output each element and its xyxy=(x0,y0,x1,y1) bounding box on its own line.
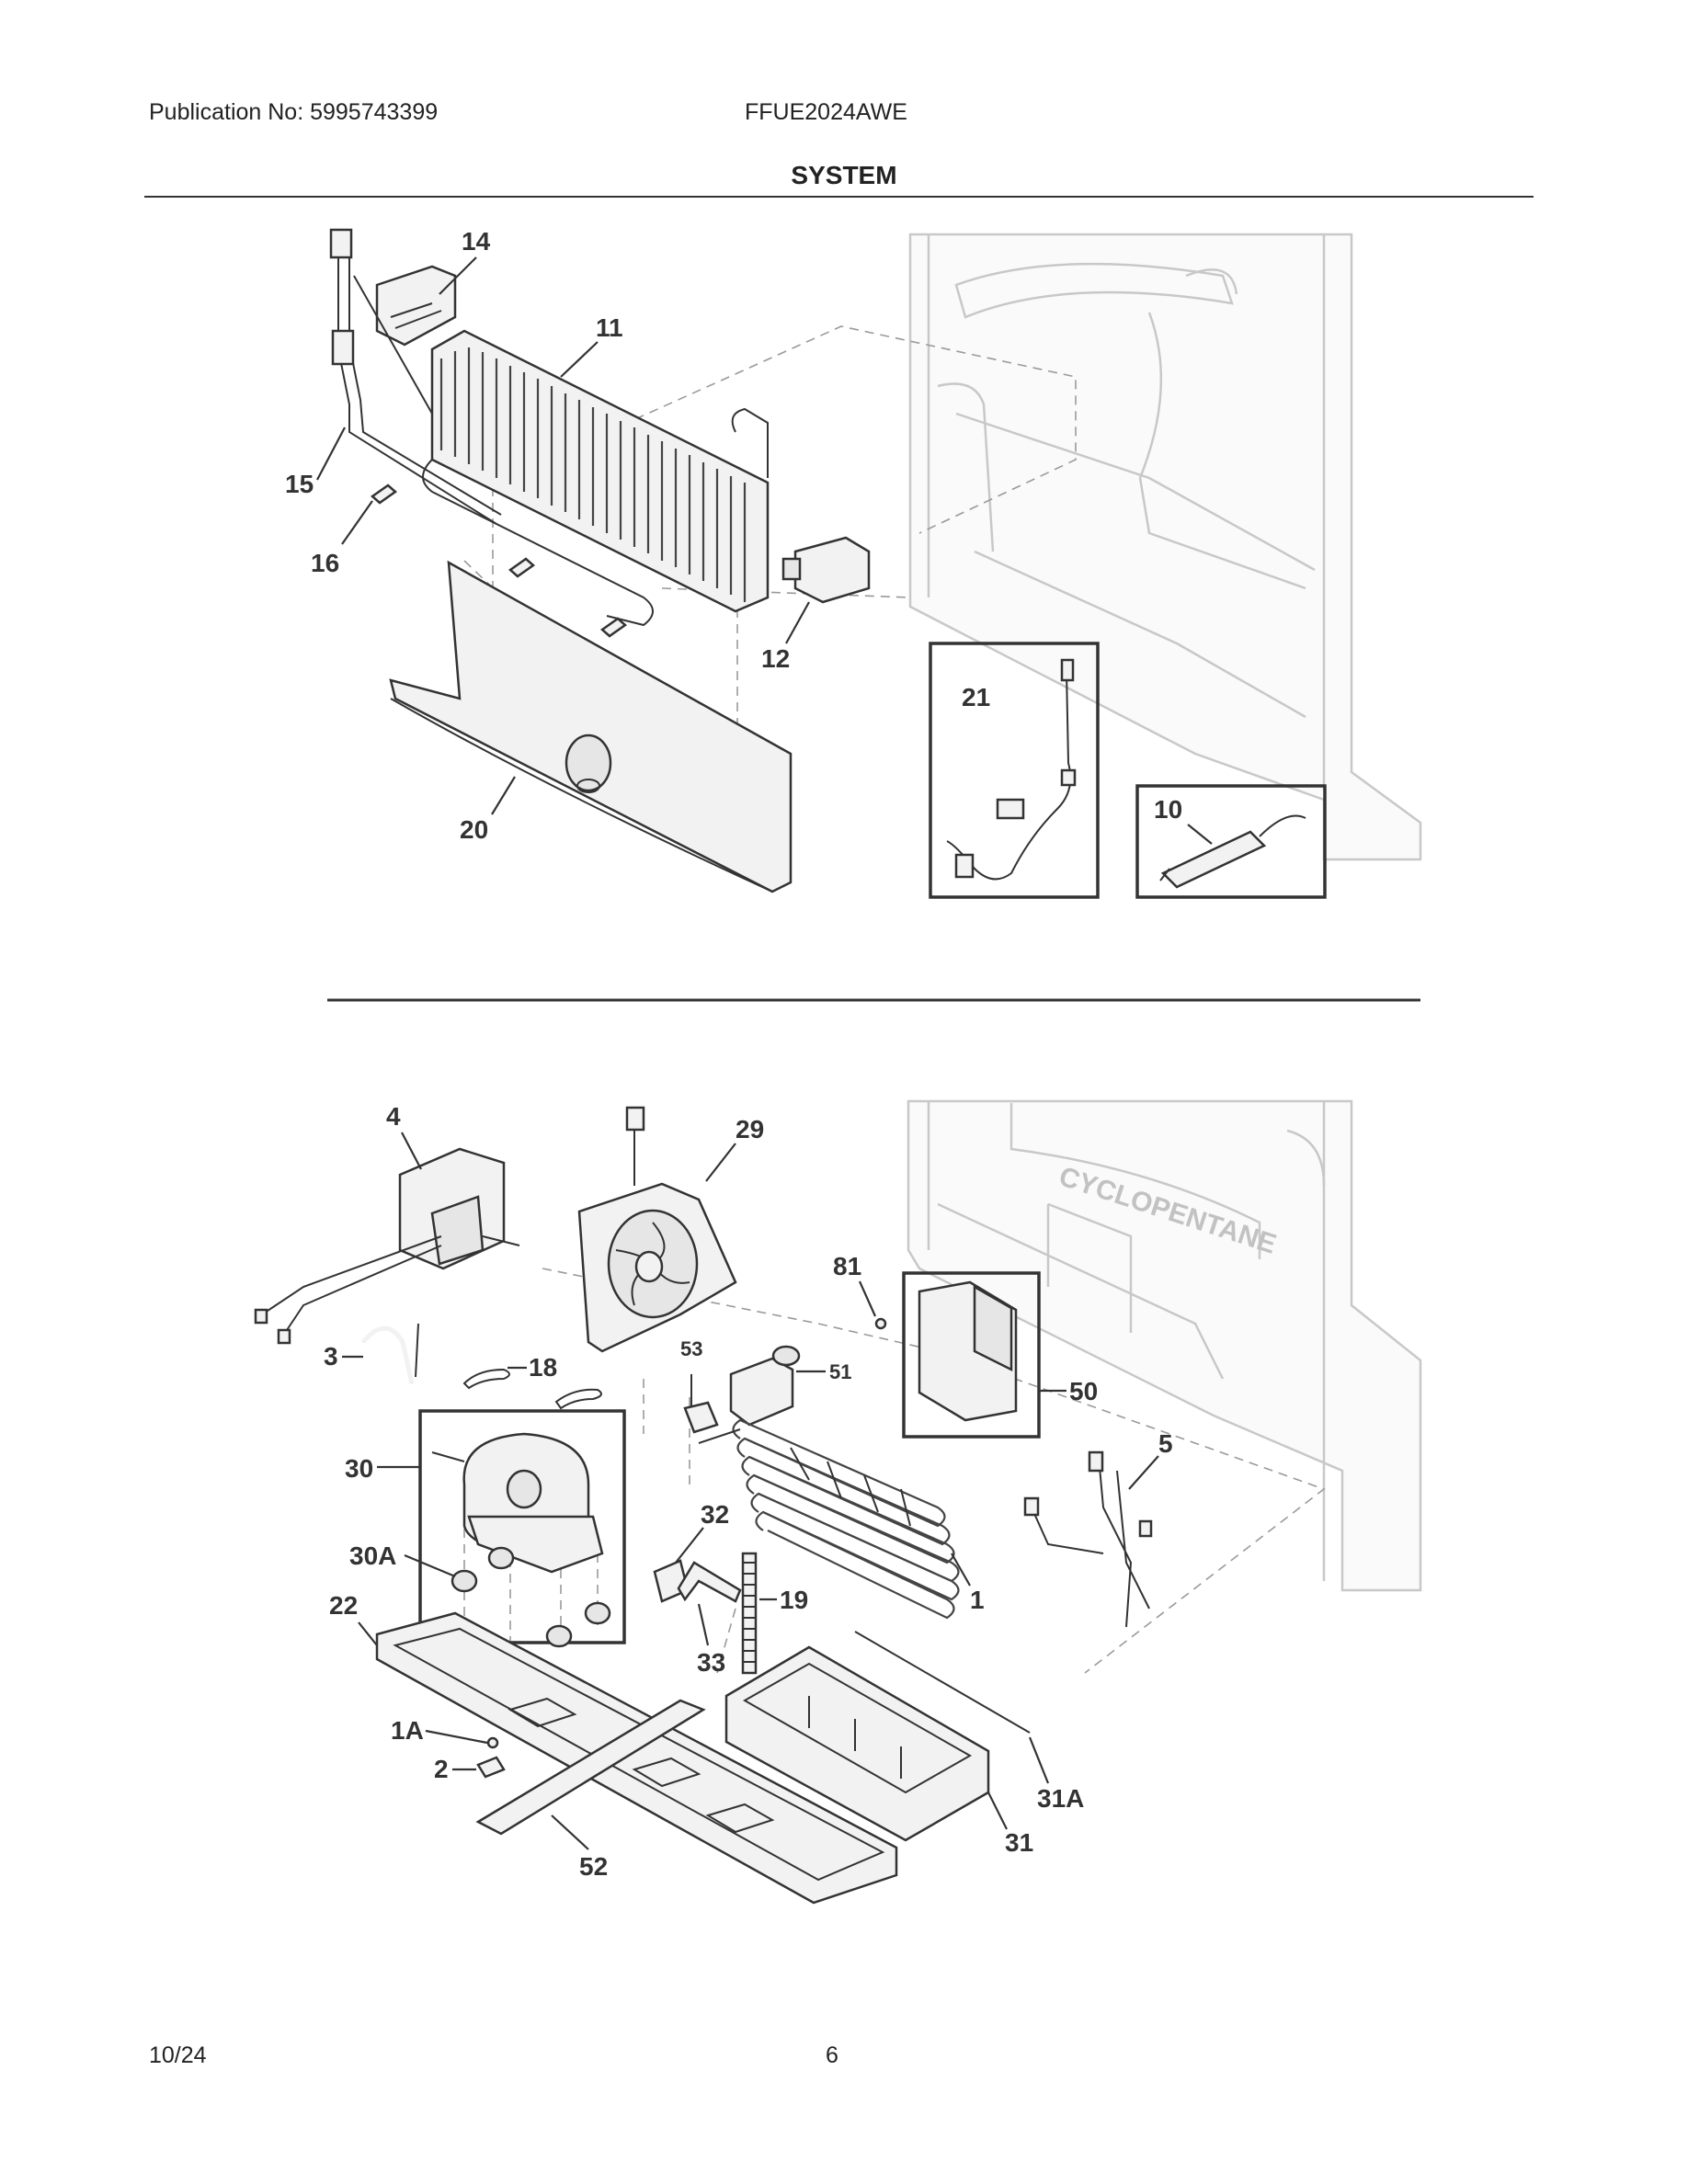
label-20: 20 xyxy=(460,815,488,844)
part-31a-strip xyxy=(854,1631,1031,1734)
section-title: SYSTEM xyxy=(791,161,897,189)
part-50-box xyxy=(902,1271,1041,1439)
part-10-box xyxy=(1135,784,1327,899)
label-1a: 1A xyxy=(391,1716,424,1745)
part-15-harness xyxy=(329,228,502,525)
part-30a-grommets xyxy=(451,1546,611,1648)
part-29-fan xyxy=(577,1106,737,1353)
label-52: 52 xyxy=(579,1852,608,1881)
part-1-condenser xyxy=(698,1418,960,1620)
label-30: 30 xyxy=(345,1454,373,1483)
label-1: 1 xyxy=(970,1586,985,1614)
bottom-cabinet-ghost: CYCLOPENTANE xyxy=(907,1099,1422,1592)
label-5: 5 xyxy=(1158,1429,1173,1458)
label-22: 22 xyxy=(329,1591,358,1620)
label-53: 53 xyxy=(680,1337,702,1360)
label-10: 10 xyxy=(1154,795,1182,824)
part-50-board xyxy=(918,1280,1018,1422)
label-31: 31 xyxy=(1005,1828,1033,1857)
label-15: 15 xyxy=(285,470,314,498)
part-53-bracket xyxy=(683,1374,719,1434)
part-10-sensor xyxy=(1159,814,1306,889)
label-33: 33 xyxy=(697,1648,725,1677)
top-cabinet-ghost xyxy=(908,233,1422,861)
label-51: 51 xyxy=(829,1360,851,1383)
label-11: 11 xyxy=(596,313,623,342)
part-14-relay xyxy=(375,265,457,347)
label-32: 32 xyxy=(701,1500,729,1529)
part-51-valve xyxy=(729,1345,801,1427)
part-3-tube xyxy=(361,1323,419,1384)
part-4-control-box xyxy=(254,1147,520,1345)
label-18: 18 xyxy=(529,1353,557,1382)
footer-date: 10/24 xyxy=(149,2042,207,2068)
bottom-labels: 4 29 81 3 18 53 51 50 30 5 32 30A 22 19 … xyxy=(324,1102,1173,1881)
label-14: 14 xyxy=(462,227,491,256)
part-52-rail xyxy=(475,1699,706,1836)
publication-number: Publication No: 5995743399 xyxy=(149,99,439,125)
part-22-base xyxy=(375,1611,898,1905)
part-30-compressor xyxy=(431,1432,604,1574)
part-33-bracket xyxy=(677,1561,742,1603)
label-21: 21 xyxy=(962,683,990,711)
part-19-drain xyxy=(741,1552,758,1675)
label-29: 29 xyxy=(736,1115,764,1143)
part-11-evaporator xyxy=(422,329,770,627)
part-16-clips xyxy=(370,483,628,638)
part-5-harness xyxy=(1023,1450,1153,1628)
part-2-bracket xyxy=(476,1756,506,1779)
label-81: 81 xyxy=(833,1252,861,1280)
label-4: 4 xyxy=(386,1102,401,1131)
part-21-sensor-harness xyxy=(946,658,1077,881)
label-12: 12 xyxy=(761,644,790,673)
label-19: 19 xyxy=(780,1586,808,1614)
part-18-clips xyxy=(462,1368,602,1410)
label-50: 50 xyxy=(1069,1377,1098,1405)
top-labels: 14 11 15 16 12 20 21 10 xyxy=(285,227,1213,845)
label-31a: 31A xyxy=(1037,1784,1084,1813)
part-20-cover xyxy=(389,560,793,893)
part-1a-screw xyxy=(486,1736,499,1749)
label-16: 16 xyxy=(311,549,339,577)
part-81-screw xyxy=(874,1317,887,1330)
part-12-terminal xyxy=(781,536,871,604)
label-30a: 30A xyxy=(349,1541,396,1570)
label-2: 2 xyxy=(434,1755,449,1783)
page-number: 6 xyxy=(826,2042,838,2068)
part-21-box xyxy=(929,642,1100,899)
model-number: FFUE2024AWE xyxy=(745,99,907,125)
label-3: 3 xyxy=(324,1342,338,1371)
part-30-box xyxy=(418,1409,626,1644)
